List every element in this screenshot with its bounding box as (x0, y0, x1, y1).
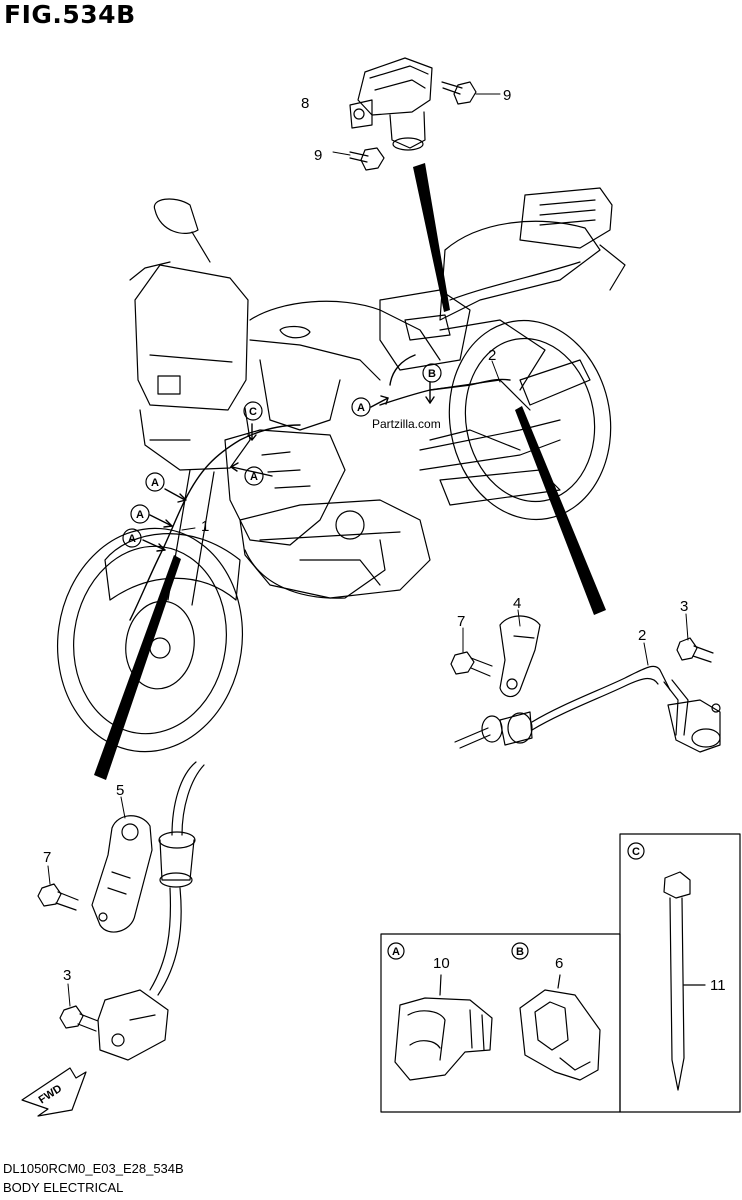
label-part-8: 8 (301, 95, 309, 112)
part-3-bolt-left (59, 1005, 99, 1032)
part-8-sensor (349, 57, 433, 151)
callout-arrows (142, 381, 435, 552)
part-7-bolt-right (450, 651, 493, 677)
callout-c-inset: C (632, 846, 640, 858)
label-part-3-left: 3 (63, 967, 71, 984)
label-part-9-lower: 9 (314, 147, 322, 164)
callout-b-inset: B (516, 946, 524, 958)
inset-box-ab (380, 933, 621, 1113)
callout-a-5: A (357, 402, 365, 414)
part-2-sensor-cable-right (454, 665, 721, 753)
label-part-1: 1 (201, 518, 209, 535)
part-3-bolt-right (676, 637, 714, 663)
part-9-bolt-upper (441, 81, 477, 105)
leader-lines (47, 93, 706, 1007)
label-part-11: 11 (710, 977, 726, 994)
callout-a-1: A (151, 477, 159, 489)
motorcycle-illustration (56, 187, 626, 753)
callout-a-4: A (250, 471, 258, 483)
label-part-5: 5 (116, 782, 124, 799)
label-part-7-right: 7 (457, 613, 465, 630)
label-part-2-right: 2 (638, 627, 646, 644)
callout-a-inset: A (392, 946, 400, 958)
label-part-6: 6 (555, 955, 563, 972)
part-2-sensor-cable-left (97, 761, 205, 1061)
watermark: Partzilla.com (372, 417, 441, 431)
label-part-10: 10 (433, 955, 450, 972)
label-part-7-left: 7 (43, 849, 51, 866)
label-part-2-bike: 2 (488, 347, 496, 364)
label-part-3-right: 3 (680, 598, 688, 615)
callout-a-2: A (136, 509, 144, 521)
part-7-bolt-left (37, 883, 79, 911)
pointer-wedges (94, 163, 606, 780)
label-part-9-upper: 9 (503, 87, 511, 104)
callout-b-bike: B (428, 368, 436, 380)
part-5-bracket (91, 815, 153, 933)
part-9-bolt-lower (349, 147, 385, 171)
inset-box-c (619, 833, 741, 1113)
model-code: DL1050RCM0_E03_E28_534B (3, 1161, 184, 1176)
section-name: BODY ELECTRICAL (3, 1180, 124, 1195)
callout-a-3: A (128, 533, 136, 545)
figure-title: FIG.534B (4, 0, 136, 29)
part-4-bracket (499, 615, 541, 698)
callout-c-bike: C (249, 406, 257, 418)
label-part-4: 4 (513, 595, 521, 612)
fwd-arrow-icon (21, 1067, 87, 1117)
callout-circles (122, 363, 442, 548)
